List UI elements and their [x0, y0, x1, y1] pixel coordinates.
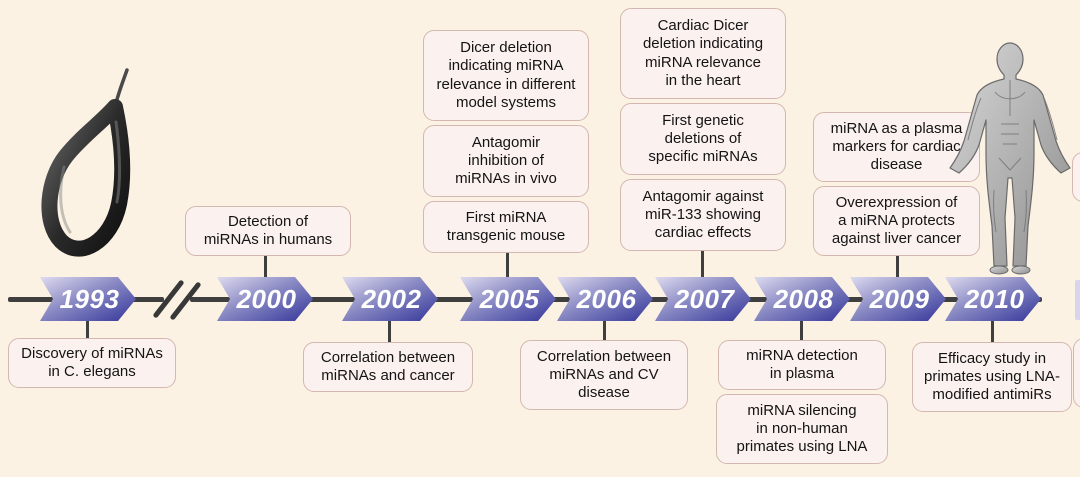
year-label: 2002	[361, 283, 422, 314]
connector-line-2000	[264, 254, 267, 280]
year-label: 2000	[236, 283, 297, 314]
year-label: 1993	[59, 283, 120, 314]
milestone-box-2007-above-1: Cardiac Dicer deletion indicating miRNA …	[620, 8, 786, 99]
chevron-arrow-icon	[557, 277, 653, 321]
connector-line-1993	[86, 318, 89, 339]
milestone-box-2007-above-2: First genetic deletions of specific miRN…	[620, 103, 786, 175]
year-marker-2006: 2006	[557, 277, 653, 321]
milestone-box-2006-below: Correlation between miRNAs and CV diseas…	[520, 340, 688, 410]
year-marker-2000: 2000	[217, 277, 313, 321]
cropped-box-edge	[1073, 338, 1080, 408]
milestone-box-2009-above-2: Overexpression of a miRNA protects again…	[813, 186, 980, 256]
milestone-box-2008-below-1: miRNA detection in plasma	[718, 340, 886, 390]
connector-line-2005	[506, 251, 509, 280]
year-label: 2009	[869, 283, 930, 314]
milestone-box-2005-above-1: Dicer deletion indicating miRNA relevanc…	[423, 30, 589, 121]
milestone-box-2005-above-2: Antagomir inhibition of miRNAs in vivo	[423, 125, 589, 197]
cropped-arrow-edge	[1075, 280, 1080, 320]
year-marker-2009: 2009	[850, 277, 946, 321]
milestone-box-2008-below-2: miRNA silencing in non-human primates us…	[716, 394, 888, 464]
connector-line-2009	[896, 254, 899, 280]
human-anatomy-image	[949, 42, 1071, 275]
chevron-arrow-icon	[342, 277, 438, 321]
milestone-box-2002-below: Correlation between miRNAs and cancer	[303, 342, 473, 392]
year-marker-2008: 2008	[754, 277, 850, 321]
connector-line-2010	[991, 318, 994, 343]
year-marker-1993: 1993	[40, 277, 136, 321]
chevron-arrow-icon	[945, 277, 1041, 321]
connector-line-2007	[701, 250, 704, 280]
milestone-box-2010-below: Efficacy study in primates using LNA- mo…	[912, 342, 1072, 412]
year-label: 2008	[773, 283, 834, 314]
milestone-box-1993-below: Discovery of miRNAs in C. elegans	[8, 338, 176, 388]
connector-line-2006	[603, 318, 606, 341]
chevron-arrow-icon	[655, 277, 751, 321]
milestone-box-2009-above-1: miRNA as a plasma markers for cardiac di…	[813, 112, 980, 182]
connector-line-2002	[388, 318, 391, 343]
year-label: 2006	[576, 283, 637, 314]
year-label: 2007	[674, 283, 735, 314]
chevron-arrow-icon	[40, 277, 136, 321]
year-marker-2005: 2005	[460, 277, 556, 321]
year-marker-2007: 2007	[655, 277, 751, 321]
milestone-box-2000-above: Detection of miRNAs in humans	[185, 206, 351, 256]
chevron-arrow-icon	[754, 277, 850, 321]
year-marker-2002: 2002	[342, 277, 438, 321]
year-marker-2010: 2010	[945, 277, 1041, 321]
connector-line-2008	[800, 318, 803, 341]
milestone-box-2007-above-3: Antagomir against miR-133 showing cardia…	[620, 179, 786, 251]
year-label: 2005	[479, 283, 540, 314]
chevron-arrow-icon	[460, 277, 556, 321]
milestone-box-2005-above-3: First miRNA transgenic mouse	[423, 201, 589, 253]
chevron-arrow-icon	[217, 277, 313, 321]
c-elegans-worm-image	[41, 68, 131, 257]
year-label: 2010	[964, 283, 1025, 314]
chevron-arrow-icon	[850, 277, 946, 321]
